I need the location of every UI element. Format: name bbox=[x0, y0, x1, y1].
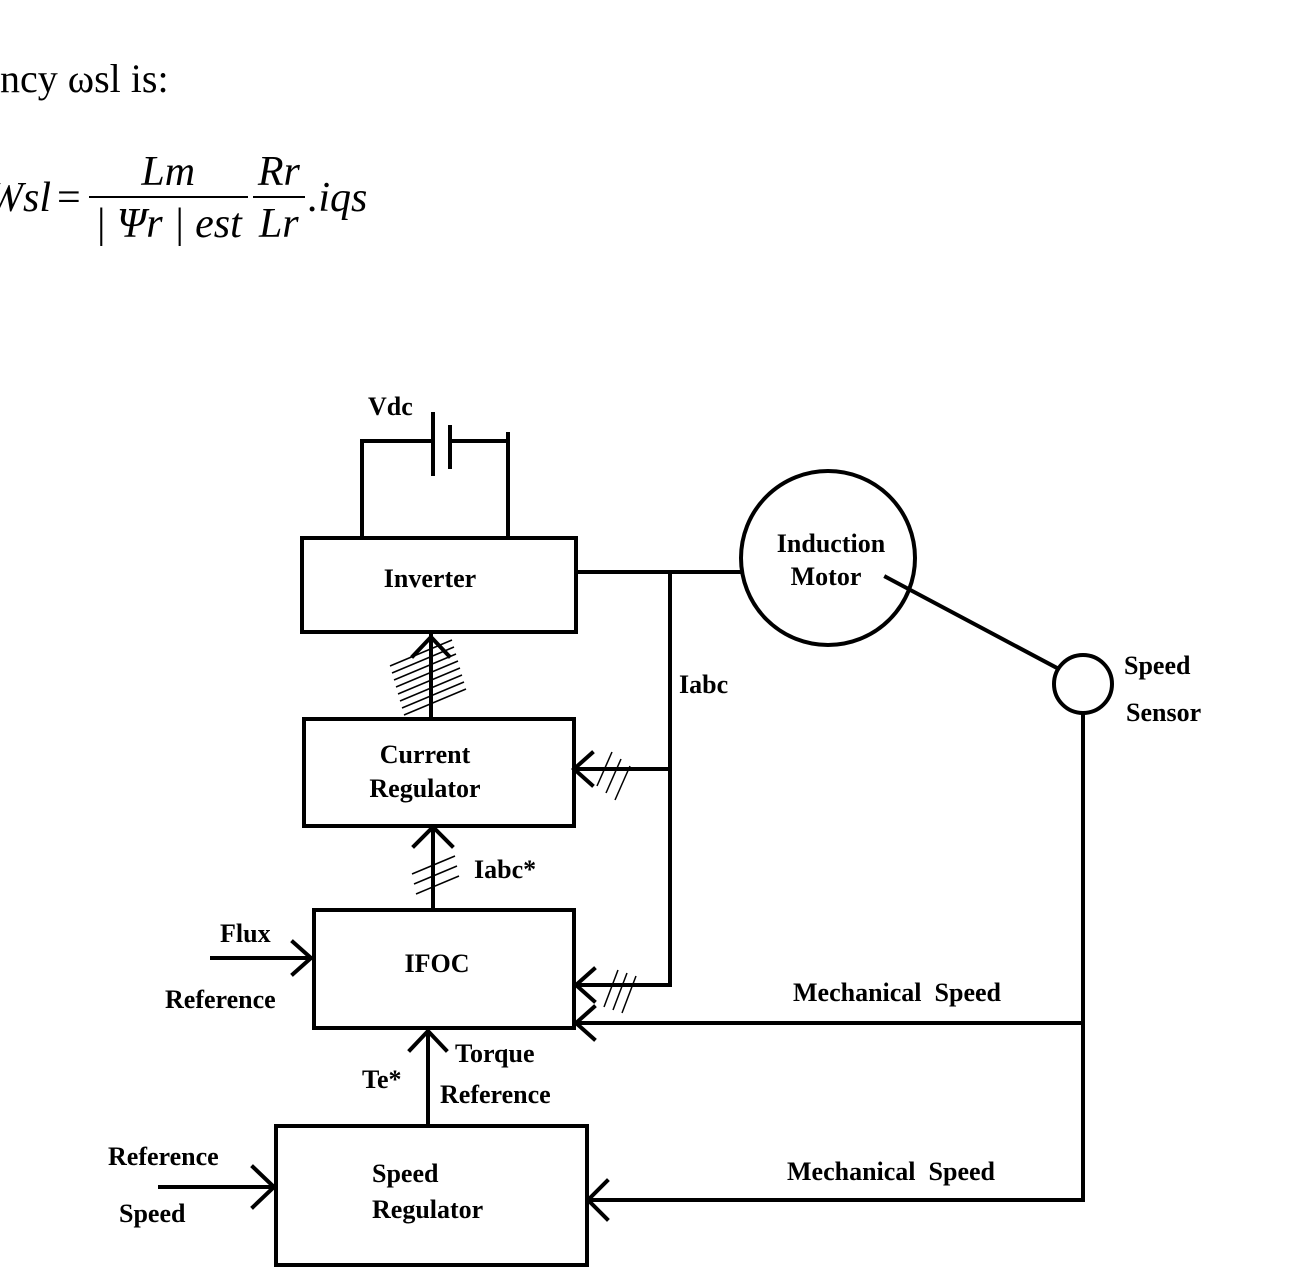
arrowhead-ifoc bbox=[407, 1028, 449, 1053]
fraction-2-denominator: Lr bbox=[252, 196, 305, 246]
speed-sensor-circle bbox=[1052, 653, 1114, 715]
flux-reference-label: Reference bbox=[165, 985, 276, 1014]
motor-label-line1: Induction bbox=[777, 529, 886, 558]
arrowhead-iabc-ifoc bbox=[572, 966, 597, 1004]
ifoc-label: IFOC bbox=[405, 949, 470, 978]
hatch-gating-signals bbox=[389, 639, 467, 716]
speed-regulator-label-line2: Regulator bbox=[372, 1195, 483, 1224]
arrowhead-flux bbox=[290, 939, 315, 977]
speed-regulator-label-line1: Speed bbox=[372, 1159, 439, 1188]
fraction-2-numerator: Rr bbox=[257, 149, 300, 195]
arrowhead-inverter bbox=[410, 634, 452, 659]
arrowhead-reference-speed bbox=[250, 1164, 277, 1210]
te-ref-label: Te* bbox=[362, 1065, 402, 1094]
ifoc-block bbox=[312, 908, 576, 1030]
equation-equals: = bbox=[57, 175, 81, 222]
equation-fraction-1: Lm | Ψr | est bbox=[88, 149, 248, 246]
speed-sensor-label-line2: Sensor bbox=[1126, 698, 1201, 727]
diagram-lines bbox=[158, 412, 1114, 1267]
speed-regulator-block bbox=[274, 1124, 589, 1267]
current-regulator-label-line1: Current bbox=[380, 740, 471, 769]
hatch-iabc-ifoc bbox=[603, 969, 637, 1014]
torque-reference-label-line1: Torque bbox=[455, 1039, 535, 1068]
flux-label: Flux bbox=[220, 919, 271, 948]
torque-reference-label-line2: Reference bbox=[440, 1080, 551, 1109]
arrowhead-mech-speed-regulator bbox=[585, 1178, 610, 1222]
speed-sensor-label-line1: Speed bbox=[1124, 651, 1191, 680]
induction-motor-circle bbox=[739, 469, 917, 647]
equation-suffix: .iqs bbox=[307, 175, 368, 222]
slip-frequency-equation: Wsl = Lm | Ψr | est Rr Lr .iqs bbox=[0, 150, 367, 246]
motor-label-line2: Motor bbox=[791, 562, 862, 591]
arrowhead-mech-speed-ifoc bbox=[572, 1004, 597, 1042]
reference-speed-label-line2: Speed bbox=[119, 1199, 186, 1228]
intro-text: ncy ωsl is: bbox=[0, 56, 169, 101]
iabc-feedback-wire bbox=[574, 570, 672, 987]
current-regulator-label-line2: Regulator bbox=[369, 774, 480, 803]
equation-lhs: Wsl bbox=[0, 175, 51, 222]
iabc-ref-label: Iabc* bbox=[474, 855, 536, 884]
vdc-label: Vdc bbox=[368, 392, 413, 421]
arrowhead-iabc-current-regulator bbox=[570, 750, 595, 788]
arrowhead-current-regulator bbox=[411, 824, 455, 849]
mech-speed-bottom-label: Mechanical Speed bbox=[787, 1157, 996, 1186]
motor-shaft bbox=[883, 574, 1060, 671]
hatch-iabc-ref bbox=[411, 855, 460, 895]
fraction-1-numerator: Lm bbox=[141, 149, 196, 195]
mech-speed-top-label: Mechanical Speed bbox=[793, 978, 1002, 1007]
vdc-wire-left bbox=[360, 439, 435, 537]
equation-fraction-2: Rr Lr bbox=[252, 150, 306, 246]
iabc-label: Iabc bbox=[679, 670, 728, 699]
fraction-1-denominator: | Ψr | est bbox=[88, 196, 248, 246]
inverter-label: Inverter bbox=[384, 564, 476, 593]
reference-speed-label-line1: Reference bbox=[108, 1142, 219, 1171]
vdc-wire-right bbox=[448, 439, 510, 537]
current-regulator-block bbox=[302, 717, 576, 828]
phase-hatch-marks bbox=[389, 639, 637, 1014]
inverter-block bbox=[300, 536, 578, 634]
hatch-iabc-current-regulator bbox=[596, 751, 631, 801]
